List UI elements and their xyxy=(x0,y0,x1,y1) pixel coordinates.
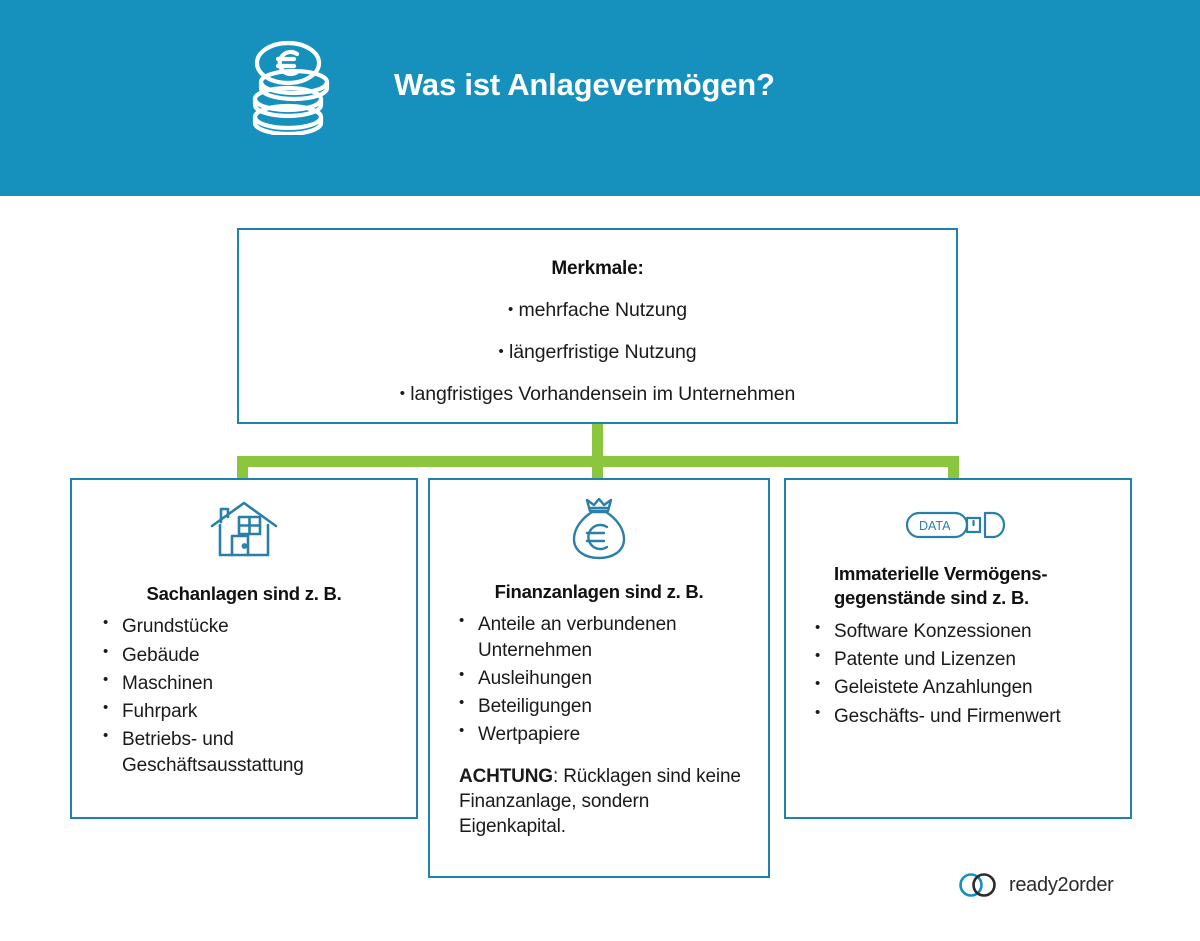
merkmale-item-label: langfristiges Vorhandensein im Unternehm… xyxy=(410,383,796,405)
column-icon-wrap xyxy=(430,497,768,560)
list-item: Geleistete Anzahlungen xyxy=(815,674,1122,700)
logo-text: ready2order xyxy=(1009,873,1114,896)
connector-stem xyxy=(592,424,603,460)
merkmale-item-label: längerfristige Nutzung xyxy=(508,341,697,363)
header-banner: Was ist Anlagevermögen? xyxy=(0,0,1200,196)
list-item: Patente und Lizenzen xyxy=(815,646,1122,672)
usb-stick-data-icon: DATA xyxy=(905,511,1006,539)
page-title: Was ist Anlagevermögen? xyxy=(394,67,775,102)
column-finanzanlagen: Finanzanlagen sind z. B. Anteile an verb… xyxy=(428,478,770,878)
list-item: Beteiligungen xyxy=(459,693,760,719)
bullet-icon: • xyxy=(399,385,405,402)
column-icon-wrap: DATA xyxy=(786,502,1130,548)
list-item: Anteile an verbundenen Unternehmen xyxy=(459,611,760,663)
money-bag-euro-icon xyxy=(572,497,626,560)
merkmale-item: • mehrfache Nutzung xyxy=(239,299,956,322)
column-heading: Sachanlagen sind z. B. xyxy=(146,583,342,604)
merkmale-item: • längerfristige Nutzung xyxy=(239,341,956,364)
column-list: Software Konzessionen Patente und Lizenz… xyxy=(786,618,1130,729)
achtung-text: : Rücklagen sind keine Finanzanlage, son… xyxy=(459,765,741,837)
usb-label: DATA xyxy=(919,519,951,533)
list-item: Betriebs- und Geschäftsausstattung xyxy=(103,726,408,778)
header-content: Was ist Anlagevermögen? xyxy=(248,30,775,140)
merkmale-box: Merkmale: • mehrfache Nutzung • längerfr… xyxy=(237,228,958,424)
interlocking-circles-logo-icon xyxy=(959,873,996,897)
house-icon xyxy=(210,501,278,557)
list-item: Software Konzessionen xyxy=(815,618,1122,644)
list-item: Gebäude xyxy=(103,642,408,668)
list-item: Ausleihungen xyxy=(459,665,760,691)
column-list: Grundstücke Gebäude Maschinen Fuhrpark B… xyxy=(72,613,416,778)
list-item: Geschäfts- und Firmenwert xyxy=(815,703,1122,729)
merkmale-item-label: mehrfache Nutzung xyxy=(518,299,688,321)
list-item: Wertpapiere xyxy=(459,721,760,747)
column-sachanlagen: Sachanlagen sind z. B. Grundstücke Gebäu… xyxy=(70,478,418,819)
merkmale-item: • langfristiges Vorhandensein im Unterne… xyxy=(239,383,956,406)
achtung-label: ACHTUNG xyxy=(459,765,553,787)
merkmale-title: Merkmale: xyxy=(551,258,644,279)
column-heading: Finanzanlagen sind z. B. xyxy=(494,581,704,602)
connector-drop-left xyxy=(237,456,248,480)
column-icon-wrap xyxy=(72,498,416,560)
connector-drop-right xyxy=(948,456,959,480)
column-heading: Immaterielle Vermögens-gegenstände sind … xyxy=(834,563,1048,609)
bullet-icon: • xyxy=(498,343,504,360)
list-item: Fuhrpark xyxy=(103,698,408,724)
list-item: Maschinen xyxy=(103,670,408,696)
footer-logo: ready2order xyxy=(958,872,1114,898)
coin-stack-euro-icon xyxy=(252,40,330,135)
column-immaterielle: DATA Immaterielle Vermögens-gegenstände … xyxy=(784,478,1132,819)
bullet-icon: • xyxy=(508,301,514,318)
achtung-note: ACHTUNG: Rücklagen sind keine Finanzanla… xyxy=(430,764,768,839)
connector-drop-center xyxy=(592,456,603,480)
list-item: Grundstücke xyxy=(103,613,408,639)
column-list: Anteile an verbundenen Unternehmen Ausle… xyxy=(430,611,768,747)
